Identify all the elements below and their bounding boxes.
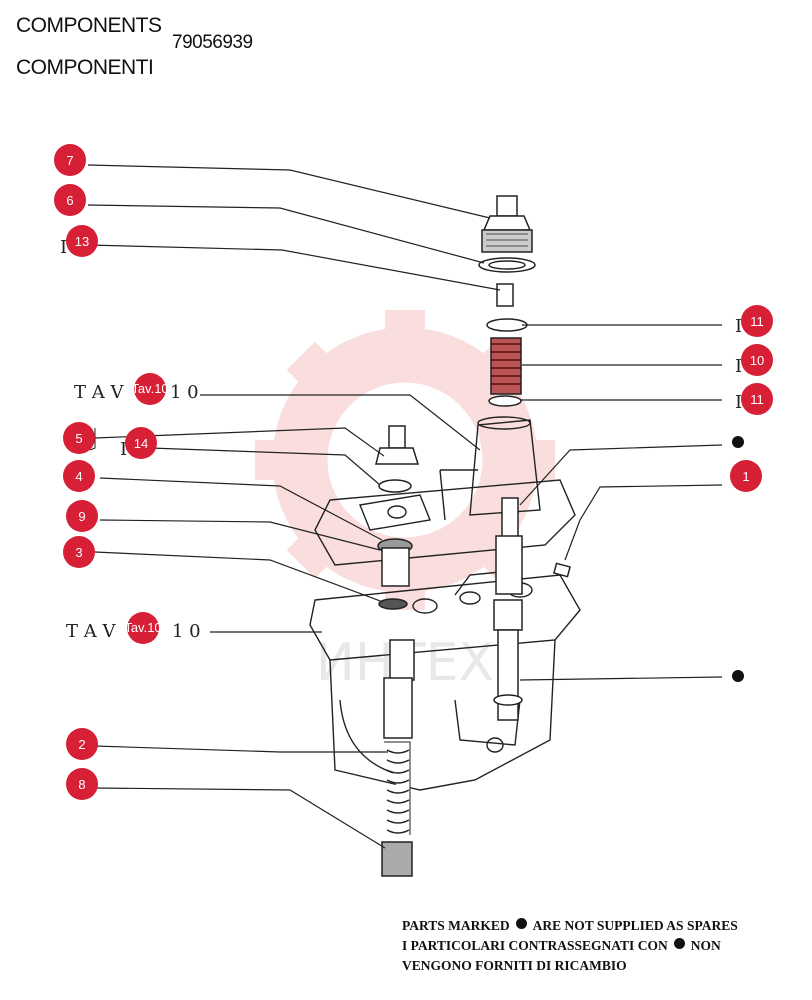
leader-3: [94, 551, 384, 603]
svg-text:10: 10: [750, 353, 764, 368]
bullet-icon: [515, 918, 527, 929]
leader-5: [94, 427, 385, 457]
callout-4[interactable]: 4: [63, 460, 95, 492]
callout-9[interactable]: 9: [66, 500, 98, 532]
footer-line-3: VENGONO FORNITI DI RICAMBIO: [402, 958, 627, 973]
leader-13: [87, 244, 501, 291]
title-english: COMPONENTS: [16, 14, 162, 37]
svg-text:Tav.10: Tav.10: [131, 381, 168, 396]
callout-2[interactable]: 2: [66, 728, 98, 760]
svg-text:Tav.10: Tav.10: [124, 620, 161, 635]
callout-5[interactable]: 5: [63, 422, 95, 454]
svg-text:1: 1: [742, 469, 749, 484]
tav-ref-2: T A V 1 0: [66, 621, 201, 642]
valve-holder: [478, 195, 536, 407]
leader-4: [99, 477, 383, 541]
callout-1[interactable]: 1: [730, 460, 762, 492]
svg-text:3: 3: [75, 545, 82, 560]
bullet-icon: [673, 938, 685, 949]
leader-9: [99, 519, 381, 551]
svg-text:T A V: T A V: [66, 621, 116, 642]
callout-11a[interactable]: 11: [741, 305, 773, 337]
svg-text:2: 2: [78, 737, 85, 752]
not-supplied-dot-2: [732, 670, 744, 682]
plunger-assembly: [381, 497, 571, 877]
callout-13[interactable]: 13: [66, 225, 98, 257]
callout-10[interactable]: 10: [741, 344, 773, 376]
callout-3[interactable]: 3: [63, 536, 95, 568]
leader-14: [149, 447, 381, 486]
callout-badges: 7 6 13 11 10 11 5 14 4 1 9 3 2 8 Tav.10 …: [54, 144, 773, 800]
leader-8: [94, 787, 386, 849]
title-italian: COMPONENTI: [16, 56, 154, 79]
part-code: 79056939: [172, 32, 253, 53]
svg-text:5: 5: [75, 431, 82, 446]
leader-2: [94, 745, 388, 753]
svg-text:1 0: 1 0: [170, 382, 199, 403]
svg-text:I: I: [120, 439, 127, 460]
svg-text:4: 4: [75, 469, 82, 484]
svg-text:11: 11: [750, 392, 764, 407]
not-supplied-dot-1: [732, 436, 744, 448]
leader-lines: [87, 164, 723, 849]
leader-tav1: [200, 394, 481, 451]
left-fitting: [375, 425, 420, 610]
svg-text:I: I: [735, 356, 742, 377]
callout-6[interactable]: 6: [54, 184, 86, 216]
tav-badge-2[interactable]: Tav.10: [124, 612, 162, 644]
svg-text:13: 13: [75, 234, 89, 249]
svg-text:I: I: [735, 316, 742, 337]
tav-badge-1[interactable]: Tav.10: [131, 373, 169, 405]
tav-ref-1: T A V 1 0: [74, 382, 199, 403]
callout-11b[interactable]: 11: [741, 383, 773, 415]
svg-text:7: 7: [66, 153, 73, 168]
leader-dot2: [519, 676, 723, 681]
svg-text:11: 11: [750, 314, 764, 329]
leader-dot1: [519, 444, 723, 506]
svg-text:8: 8: [78, 777, 85, 792]
callout-8[interactable]: 8: [66, 768, 98, 800]
leader-6: [87, 204, 485, 264]
tick-marks: I I I I I: [60, 237, 742, 460]
svg-text:9: 9: [78, 509, 85, 524]
svg-text:I: I: [60, 237, 67, 258]
svg-text:6: 6: [66, 193, 73, 208]
leader-7: [87, 164, 491, 219]
svg-text:1 0: 1 0: [172, 621, 201, 642]
callout-14[interactable]: 14: [125, 427, 157, 459]
svg-text:I: I: [735, 392, 742, 413]
callout-7[interactable]: 7: [54, 144, 86, 176]
leader-1: [564, 484, 723, 561]
svg-text:T A V: T A V: [74, 382, 124, 403]
svg-text:14: 14: [134, 436, 148, 451]
